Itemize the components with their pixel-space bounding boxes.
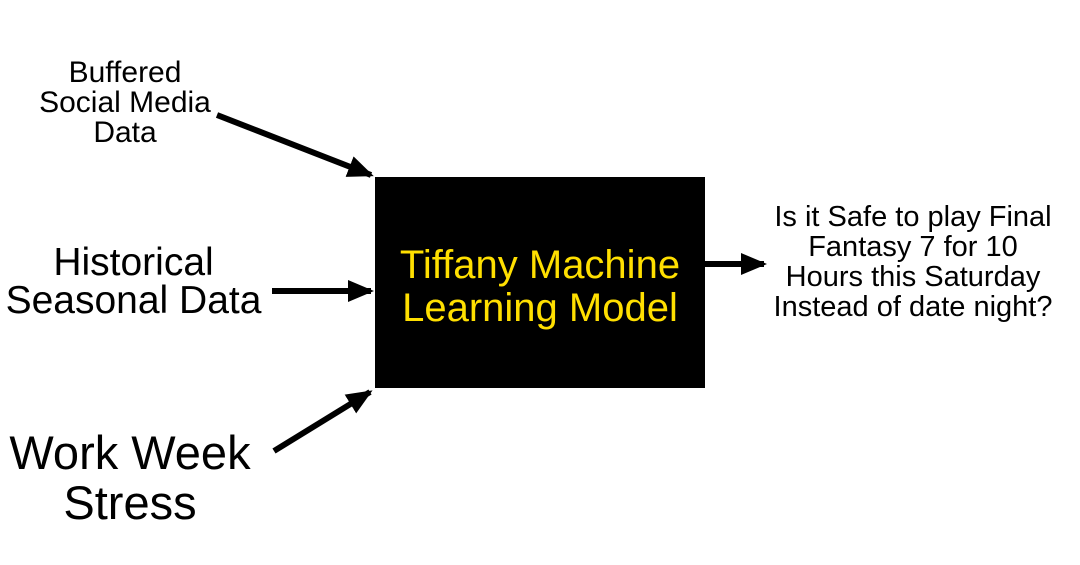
- output-label-line: Fantasy 7 for 10: [808, 231, 1018, 263]
- output-label-line: Hours this Saturday: [785, 261, 1041, 293]
- arrow-buffered-social-media-to-model: [215, 112, 374, 178]
- model-node-label: Tiffany Machine Learning Model: [399, 242, 681, 330]
- input-label-line: Stress: [63, 476, 197, 529]
- input-label-line: Seasonal Data: [5, 279, 262, 322]
- model-label-line: Tiffany Machine: [399, 242, 681, 287]
- output-label-line: Instead of date night?: [773, 291, 1053, 323]
- input-label-line: Social Media: [39, 86, 211, 119]
- model-label-line: Learning Model: [402, 285, 678, 330]
- input-node-buffered-social-media-data: Buffered Social Media Data: [0, 58, 250, 148]
- output-label-line: Is it Safe to play Final: [774, 201, 1052, 233]
- input-label-line: Work Week: [9, 426, 251, 479]
- input-node-work-week-stress: Work Week Stress: [0, 428, 260, 528]
- input-label-line: Data: [93, 116, 157, 149]
- input-node-historical-seasonal-data: Historical Seasonal Data: [0, 241, 267, 322]
- output-node-question: Is it Safe to play Final Fantasy 7 for 1…: [758, 202, 1068, 322]
- input-label-line: Historical: [53, 241, 214, 284]
- model-node: Tiffany Machine Learning Model: [375, 177, 705, 388]
- arrow-work-week-stress-to-model: [272, 389, 373, 454]
- input-label-line: Buffered: [68, 56, 182, 89]
